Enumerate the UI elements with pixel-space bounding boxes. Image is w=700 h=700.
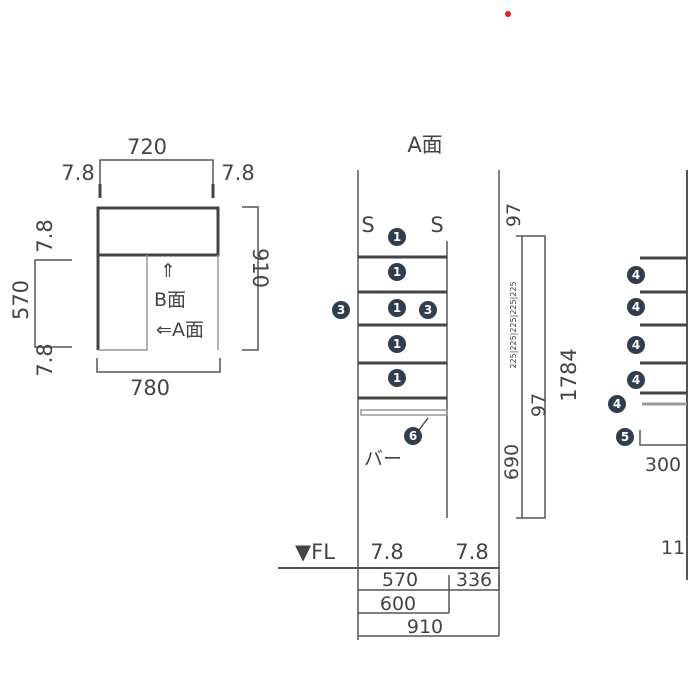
plan-width-bottom: 780: [130, 376, 170, 400]
fl-right-offset: 7.8: [455, 540, 488, 564]
side-view: 4 4 4 4 4 5 300 11: [608, 170, 688, 580]
plan-depth-lower: 570: [9, 280, 33, 320]
badge-shelf-3: 1: [388, 299, 406, 317]
dim-total: 1784: [557, 348, 581, 401]
badge-side-shelf-3: 4: [627, 336, 645, 354]
badge-shelf-1: 1: [388, 228, 406, 246]
svg-text:1: 1: [393, 337, 401, 351]
svg-text:4: 4: [632, 300, 640, 314]
plan-face-a-label: ⇐A面: [156, 319, 204, 341]
svg-text:5: 5: [621, 430, 629, 444]
hanger-bar: [360, 409, 448, 416]
svg-text:4: 4: [613, 397, 621, 411]
dim-mid: 97: [528, 393, 550, 417]
plan-face-b-label: B面: [154, 289, 186, 311]
bottom-dim-570: 570: [382, 569, 418, 591]
svg-text:1: 1: [393, 371, 401, 385]
svg-text:4: 4: [632, 268, 640, 282]
badge-shelf-2: 1: [388, 263, 406, 281]
badge-side-right: 3: [419, 301, 437, 319]
s-label-left: S: [361, 213, 374, 237]
plan-side-right: 7.8: [221, 161, 254, 185]
bottom-dim-336: 336: [456, 569, 492, 591]
svg-text:3: 3: [424, 303, 432, 317]
badge-shelf-5: 1: [388, 369, 406, 387]
plan-upper-unit: [96, 206, 220, 257]
dim-pitch: 225|225|225|225|225: [509, 281, 518, 368]
svg-text:4: 4: [632, 338, 640, 352]
bar-label: バー: [364, 448, 402, 470]
badge-bar: 6: [404, 427, 422, 445]
plan-depth-total: 910: [248, 248, 272, 288]
svg-text:1: 1: [393, 265, 401, 279]
svg-text:3: 3: [337, 303, 345, 317]
plan-view: 720 7.8 7.8 910 570 7.8 7.8 780 ⇑ B面 ⇐A面: [9, 135, 272, 400]
bottom-dim-910: 910: [407, 616, 443, 638]
svg-text:1: 1: [393, 230, 401, 244]
arrow-up-icon: ⇑: [160, 260, 176, 282]
bottom-dim-600: 600: [380, 593, 416, 615]
elevation-title: A面: [407, 133, 442, 157]
side-depth: 300: [645, 454, 681, 476]
badge-side-shelf-5: 4: [608, 395, 626, 413]
elevation-a: A面 S S 1 1 1 1 1 3 3 6 バー 97 225|225|225…: [278, 133, 581, 640]
floor-level-label: ▼FL: [295, 540, 335, 564]
badge-side-bar: 5: [616, 428, 634, 446]
plan-offset-bottom: 7.8: [33, 343, 57, 376]
dim-floor: 690: [501, 444, 523, 480]
svg-text:1: 1: [393, 301, 401, 315]
plan-width-top: 720: [127, 135, 167, 159]
fl-left-offset: 7.8: [370, 540, 403, 564]
badge-side-left: 3: [332, 301, 350, 319]
badge-side-shelf-1: 4: [627, 266, 645, 284]
dim-top: 97: [503, 203, 525, 227]
plan-side-left: 7.8: [61, 161, 94, 185]
badge-shelf-4: 1: [388, 335, 406, 353]
svg-text:6: 6: [409, 429, 417, 443]
badge-side-shelf-4: 4: [627, 371, 645, 389]
red-mark: [505, 11, 511, 17]
svg-text:4: 4: [632, 373, 640, 387]
s-label-right: S: [430, 213, 443, 237]
side-cut-label: 11: [661, 537, 685, 559]
badge-side-shelf-2: 4: [627, 298, 645, 316]
plan-offset-top: 7.8: [33, 219, 57, 252]
